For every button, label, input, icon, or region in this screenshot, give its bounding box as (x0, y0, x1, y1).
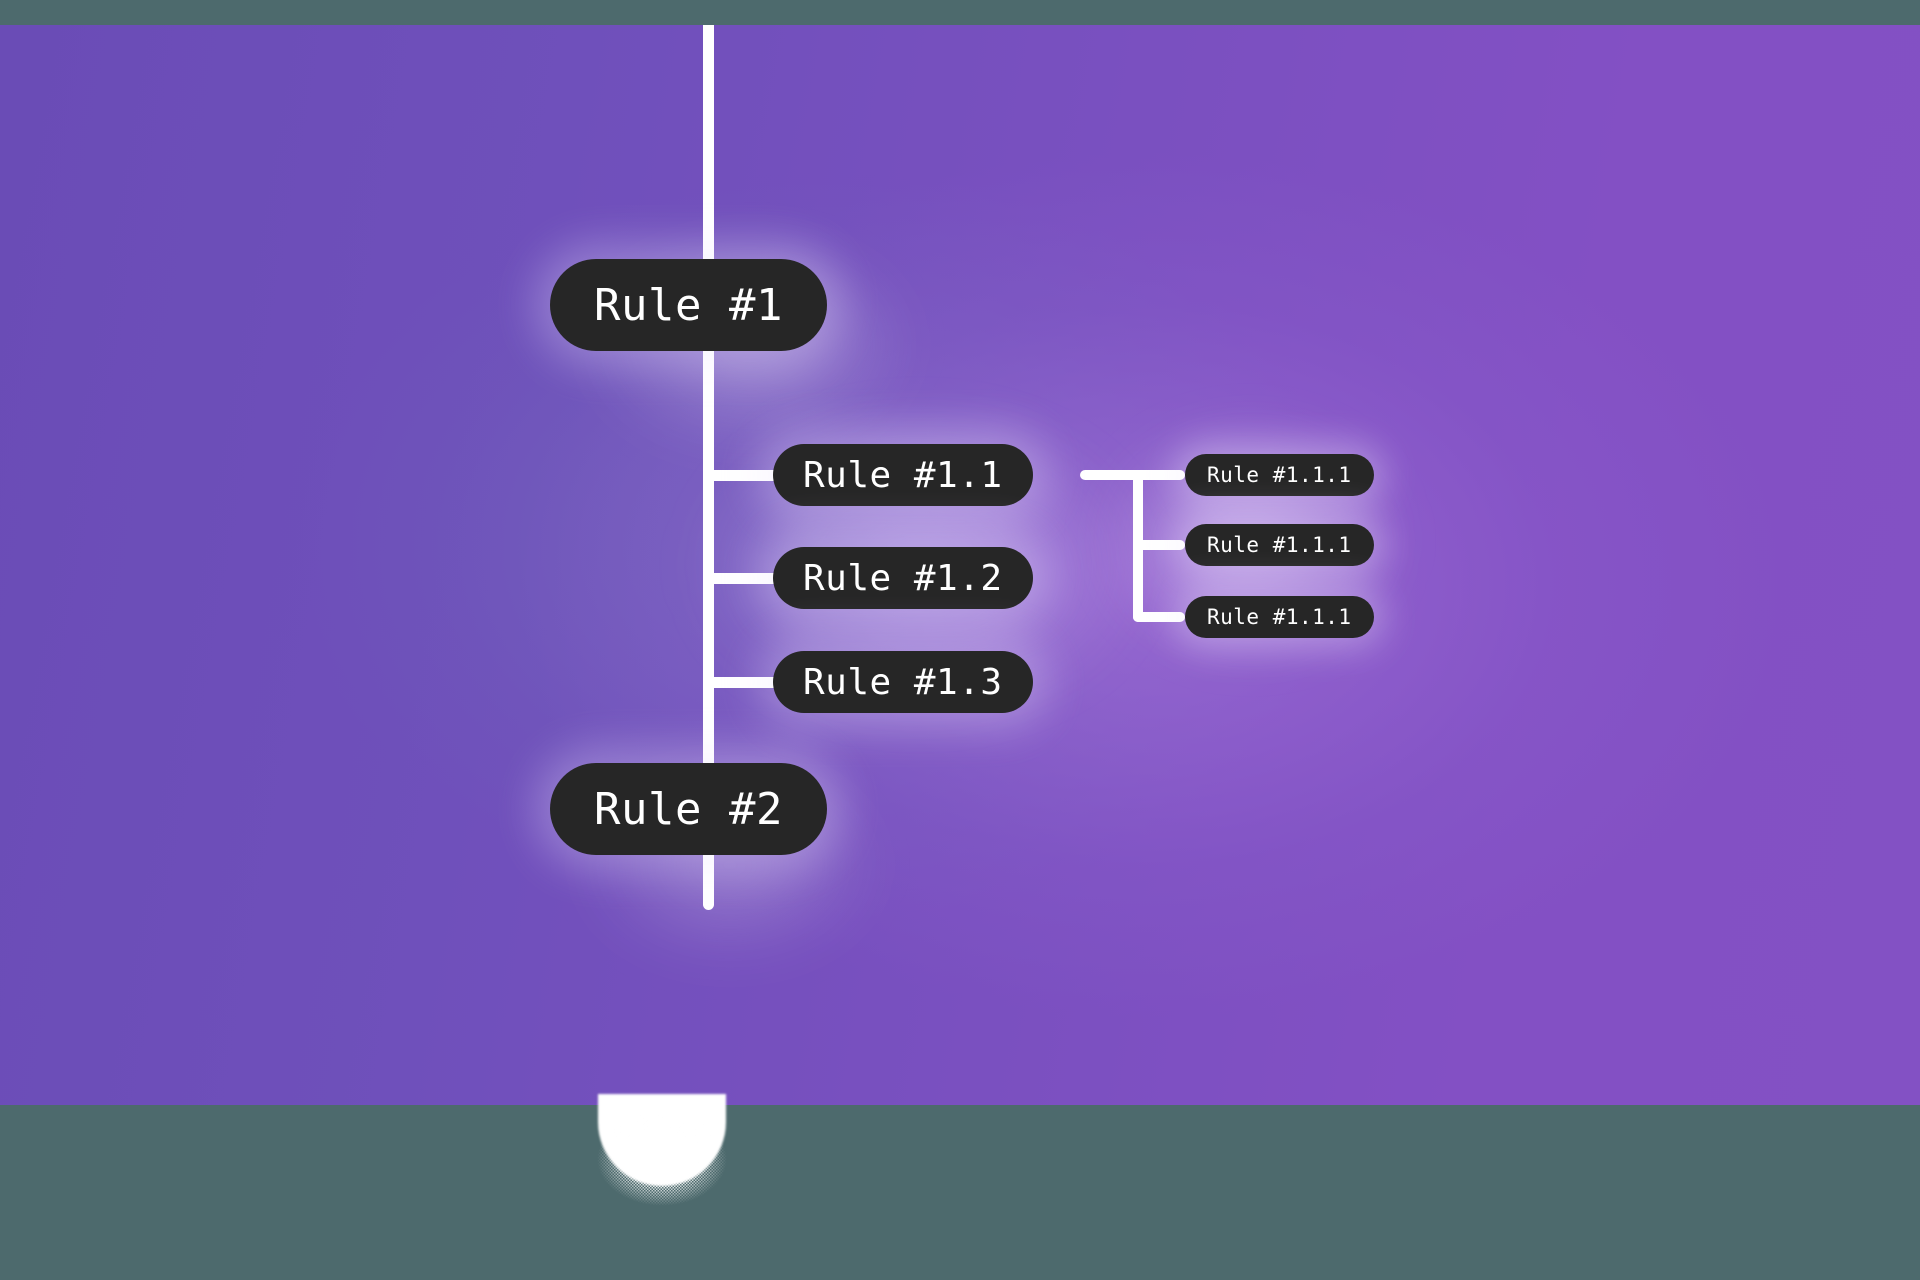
spine-bottom-glow (572, 1094, 752, 1224)
connector-main-spine (703, 25, 714, 910)
connector-stub-rule-1-1 (703, 470, 785, 481)
node-rule-1-3-label: Rule #1.3 (803, 661, 1003, 703)
node-rule-1-1[interactable]: Rule #1.1 (773, 444, 1033, 506)
node-rule-1-1-label: Rule #1.1 (803, 454, 1003, 496)
node-rule-1-1-1-c-label: Rule #1.1.1 (1207, 605, 1352, 629)
node-rule-1-label: Rule #1 (594, 279, 783, 331)
connector-sub-stub-middle (1133, 540, 1185, 550)
node-rule-1-2-label: Rule #1.2 (803, 557, 1003, 599)
node-rule-1-1-1-b-label: Rule #1.1.1 (1207, 533, 1352, 557)
connector-stub-rule-1-2 (703, 573, 785, 584)
node-rule-1-1-1-b[interactable]: Rule #1.1.1 (1185, 524, 1374, 566)
node-rule-2[interactable]: Rule #2 (550, 763, 827, 855)
node-rule-1-1-1-a-label: Rule #1.1.1 (1207, 463, 1352, 487)
node-rule-1-1-1-c[interactable]: Rule #1.1.1 (1185, 596, 1374, 638)
node-rule-1-3[interactable]: Rule #1.3 (773, 651, 1033, 713)
spine-glow-dither (572, 1094, 752, 1224)
spine-glow-core (598, 1094, 726, 1186)
node-rule-1[interactable]: Rule #1 (550, 259, 827, 351)
node-rule-1-1-1-a[interactable]: Rule #1.1.1 (1185, 454, 1374, 496)
connector-stub-rule-1-3 (703, 677, 785, 688)
diagram-canvas-panel: Rule #1 Rule #1.1 Rule #1.1.1 Rule #1.1.… (0, 25, 1920, 1105)
node-rule-1-2[interactable]: Rule #1.2 (773, 547, 1033, 609)
connector-sub-stub-top (1080, 470, 1185, 480)
node-rule-2-label: Rule #2 (594, 783, 783, 835)
connector-sub-stub-bottom (1133, 612, 1185, 622)
